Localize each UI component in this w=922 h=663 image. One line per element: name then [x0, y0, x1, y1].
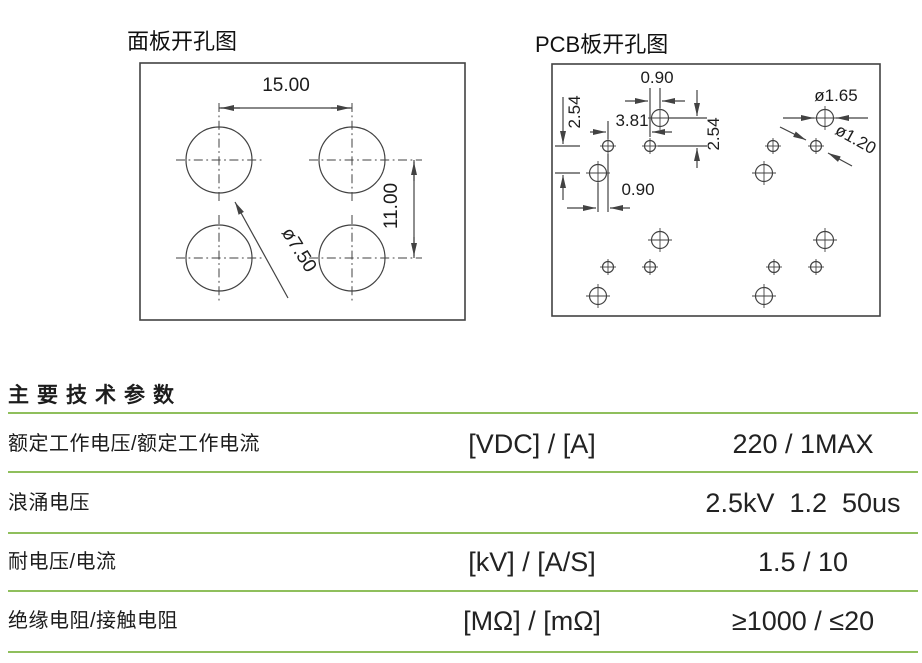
table-divider: [8, 532, 918, 534]
pcb-dim-row-pitch-left: 2.54: [555, 95, 584, 200]
pcb-small-holes: [600, 138, 824, 275]
spec-table-title: 主要技术参数: [8, 384, 182, 407]
panel-hole-bottom-left: [176, 215, 262, 301]
pcb-dim-hole-small-label: ø1.20: [832, 120, 879, 158]
panel-dim-height-label: 11.00: [381, 183, 402, 229]
pcb-diagram-title: PCB板开孔图: [535, 32, 669, 57]
panel-dim-width: 15.00: [219, 75, 352, 111]
table-divider: [8, 412, 918, 414]
pcb-dim-row-pitch-left-label: 2.54: [565, 95, 584, 128]
pcb-dim-hole-large-label: ø1.65: [814, 86, 857, 105]
row-label: 耐电压/电流: [8, 551, 117, 573]
row-value: 2.5kV 1.2 50us: [705, 488, 901, 518]
panel-hole-bottom-right: [309, 215, 422, 301]
pcb-outline: [551, 63, 881, 317]
panel-dim-height: 11.00: [381, 160, 417, 258]
table-divider: [8, 651, 918, 653]
pcb-dim-pitch-top: 0.90: [625, 68, 685, 137]
row-label: 浪涌电压: [8, 492, 90, 514]
row-label: 绝缘电阻/接触电阻: [8, 610, 179, 632]
table-divider: [8, 590, 918, 592]
pcb-large-holes: [586, 106, 837, 308]
pcb-dim-pitch-top-label: 0.90: [640, 68, 673, 87]
panel-dim-hole-dia: ø7.50: [234, 201, 321, 299]
pcb-dim-row-pitch-right-label: 2.54: [704, 117, 723, 150]
row-label: 额定工作电压/额定工作电流: [8, 433, 261, 455]
panel-outline: [139, 62, 466, 321]
row-unit: [kV] / [A/S]: [468, 547, 596, 577]
row-unit: [MΩ] / [mΩ]: [463, 606, 601, 636]
pcb-cutout-diagram: 0.90 3.81 2.54 2.54 0.90 ø1.65: [551, 63, 881, 317]
pcb-dim-pitch-bottom: 0.90: [567, 154, 655, 212]
panel-cutout-diagram: 15.00 11.00 ø7.50: [139, 62, 466, 321]
pcb-dim-pitch-mid: 3.81: [590, 111, 672, 139]
panel-hole-top-left: [176, 103, 262, 203]
panel-hole-top-right: [309, 103, 422, 203]
row-unit: [VDC] / [A]: [468, 429, 596, 459]
row-value: ≥1000 / ≤20: [731, 606, 875, 636]
row-value: 1.5 / 10: [757, 547, 849, 577]
pcb-dim-hole-large: ø1.65: [783, 86, 868, 121]
panel-diagram-title: 面板开孔图: [127, 29, 238, 54]
pcb-dim-pitch-bottom-label: 0.90: [621, 180, 654, 199]
pcb-dim-pitch-mid-label: 3.81: [615, 111, 648, 130]
pcb-dim-hole-small: ø1.20: [779, 120, 879, 167]
table-divider: [8, 471, 918, 473]
panel-dim-hole-label: ø7.50: [277, 224, 321, 276]
row-value: 220 / 1MAX: [732, 429, 874, 459]
pcb-dim-row-pitch-right: 2.54: [658, 90, 723, 168]
panel-dim-width-label: 15.00: [262, 75, 310, 96]
